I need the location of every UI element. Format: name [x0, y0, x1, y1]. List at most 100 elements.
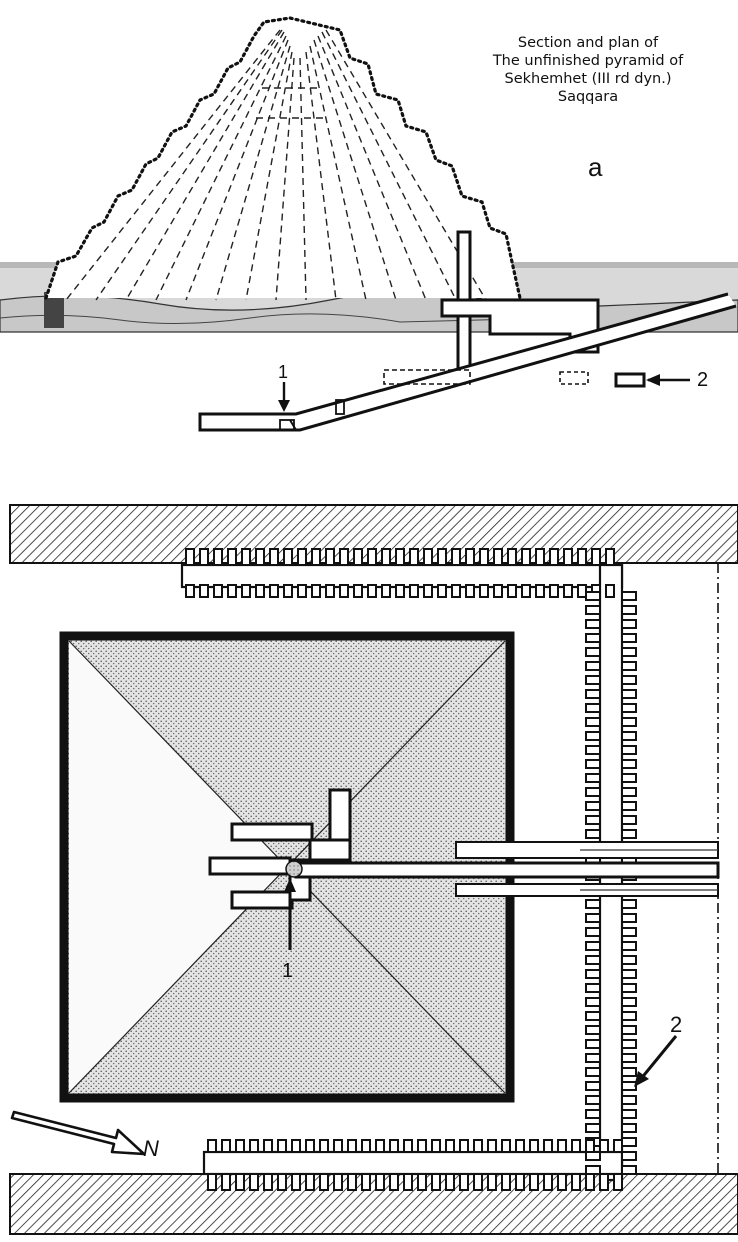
wall-niche	[585, 731, 601, 741]
pyramid-outline	[44, 16, 522, 300]
wall-niche	[269, 548, 279, 566]
wall-niche	[375, 1173, 385, 1191]
wall-niche	[585, 1173, 595, 1191]
north-label: N	[143, 1136, 159, 1161]
wall-niche	[621, 997, 637, 1007]
wall-niche	[465, 548, 475, 566]
marker-2-section-label: 2	[697, 369, 709, 391]
wall-niche	[199, 584, 209, 598]
wall-niche	[585, 605, 601, 615]
wall-niche	[621, 605, 637, 615]
wall-niche	[621, 647, 637, 657]
wall-niche	[451, 548, 461, 566]
section-view	[0, 16, 738, 432]
wall-niche	[269, 584, 279, 598]
wall-niche	[549, 584, 559, 598]
wall-niche	[339, 548, 349, 566]
wall-niche	[621, 801, 637, 811]
wall-niche	[291, 1173, 301, 1191]
marker-1-plan-label: 1	[282, 960, 294, 982]
wall-niche	[493, 584, 503, 598]
wall-niche	[291, 1139, 301, 1153]
deposit-marker-2	[614, 372, 646, 388]
wall-niche	[621, 717, 637, 727]
bottom-hatched-wall	[9, 1173, 738, 1235]
wall-niche	[431, 1139, 441, 1153]
wall-niche	[563, 584, 573, 598]
wall-niche	[621, 1081, 637, 1091]
wall-niche	[585, 1067, 601, 1077]
wall-niche	[543, 1173, 553, 1191]
wall-niche	[521, 584, 531, 598]
wall-niche	[501, 1173, 511, 1191]
wall-niche	[605, 548, 615, 566]
caption-line: The unfinished pyramid of	[492, 53, 684, 69]
wall-niche	[361, 1139, 371, 1153]
wall-niche	[621, 773, 637, 783]
wall-niche	[367, 548, 377, 566]
wall-niche	[255, 584, 265, 598]
wall-niche	[585, 661, 601, 671]
wall-niche	[375, 1139, 385, 1153]
wall-niche	[507, 548, 517, 566]
wall-niche	[577, 548, 587, 566]
wall-niche	[347, 1173, 357, 1191]
wall-niche	[621, 689, 637, 699]
wall-niche	[529, 1173, 539, 1191]
wall-niche	[585, 955, 601, 965]
wall-niche	[621, 969, 637, 979]
caption-line: Section and plan of	[517, 35, 659, 51]
wall-niche	[417, 1173, 427, 1191]
wall-niche	[199, 548, 209, 566]
wall-niche	[621, 1039, 637, 1049]
wall-niche	[585, 1011, 601, 1021]
wall-niche	[403, 1139, 413, 1153]
wall-niche	[621, 955, 637, 965]
wall-niche	[235, 1173, 245, 1191]
wall-niche	[621, 619, 637, 629]
wall-niche	[403, 1173, 413, 1191]
wall-niche	[585, 619, 601, 629]
wall-niche	[473, 1139, 483, 1153]
wall-niche	[621, 703, 637, 713]
wall-niche	[621, 927, 637, 937]
wall-niche	[599, 1139, 609, 1153]
wall-niche	[493, 548, 503, 566]
wall-niche	[297, 548, 307, 566]
wall-niche	[389, 1173, 399, 1191]
wall-niche	[325, 548, 335, 566]
wall-niche	[563, 548, 573, 566]
wall-niche	[621, 591, 637, 601]
wall-niche	[585, 1081, 601, 1091]
wall-niche	[585, 1095, 601, 1105]
wall-niche	[409, 584, 419, 598]
wall-niche	[613, 1139, 623, 1153]
wall-niche	[207, 1173, 217, 1191]
wall-niche	[585, 1109, 601, 1119]
wall-niche	[277, 1173, 287, 1191]
wall-niche	[585, 703, 601, 713]
wall-niche	[557, 1173, 567, 1191]
wall-niche	[585, 591, 601, 601]
wall-niche	[585, 1139, 595, 1153]
wall-niche	[585, 1039, 601, 1049]
wall-niche	[585, 633, 601, 643]
wall-niche	[339, 584, 349, 598]
marker-2-plan-label: 2	[670, 1012, 683, 1037]
wall-niche	[395, 548, 405, 566]
wall-niche	[459, 1139, 469, 1153]
wall-niche	[263, 1139, 273, 1153]
wall-niche	[185, 548, 195, 566]
wall-niche	[585, 1151, 601, 1161]
accretion-layers	[65, 29, 487, 301]
wall-niche	[255, 548, 265, 566]
wall-niche	[479, 584, 489, 598]
wall-niche	[249, 1139, 259, 1153]
wall-niche	[621, 731, 637, 741]
wall-niche	[347, 1139, 357, 1153]
wall-niche	[585, 801, 601, 811]
wall-niche	[381, 584, 391, 598]
wall-niche	[395, 584, 405, 598]
wall-niche	[599, 1173, 609, 1191]
wall-niche	[585, 773, 601, 783]
